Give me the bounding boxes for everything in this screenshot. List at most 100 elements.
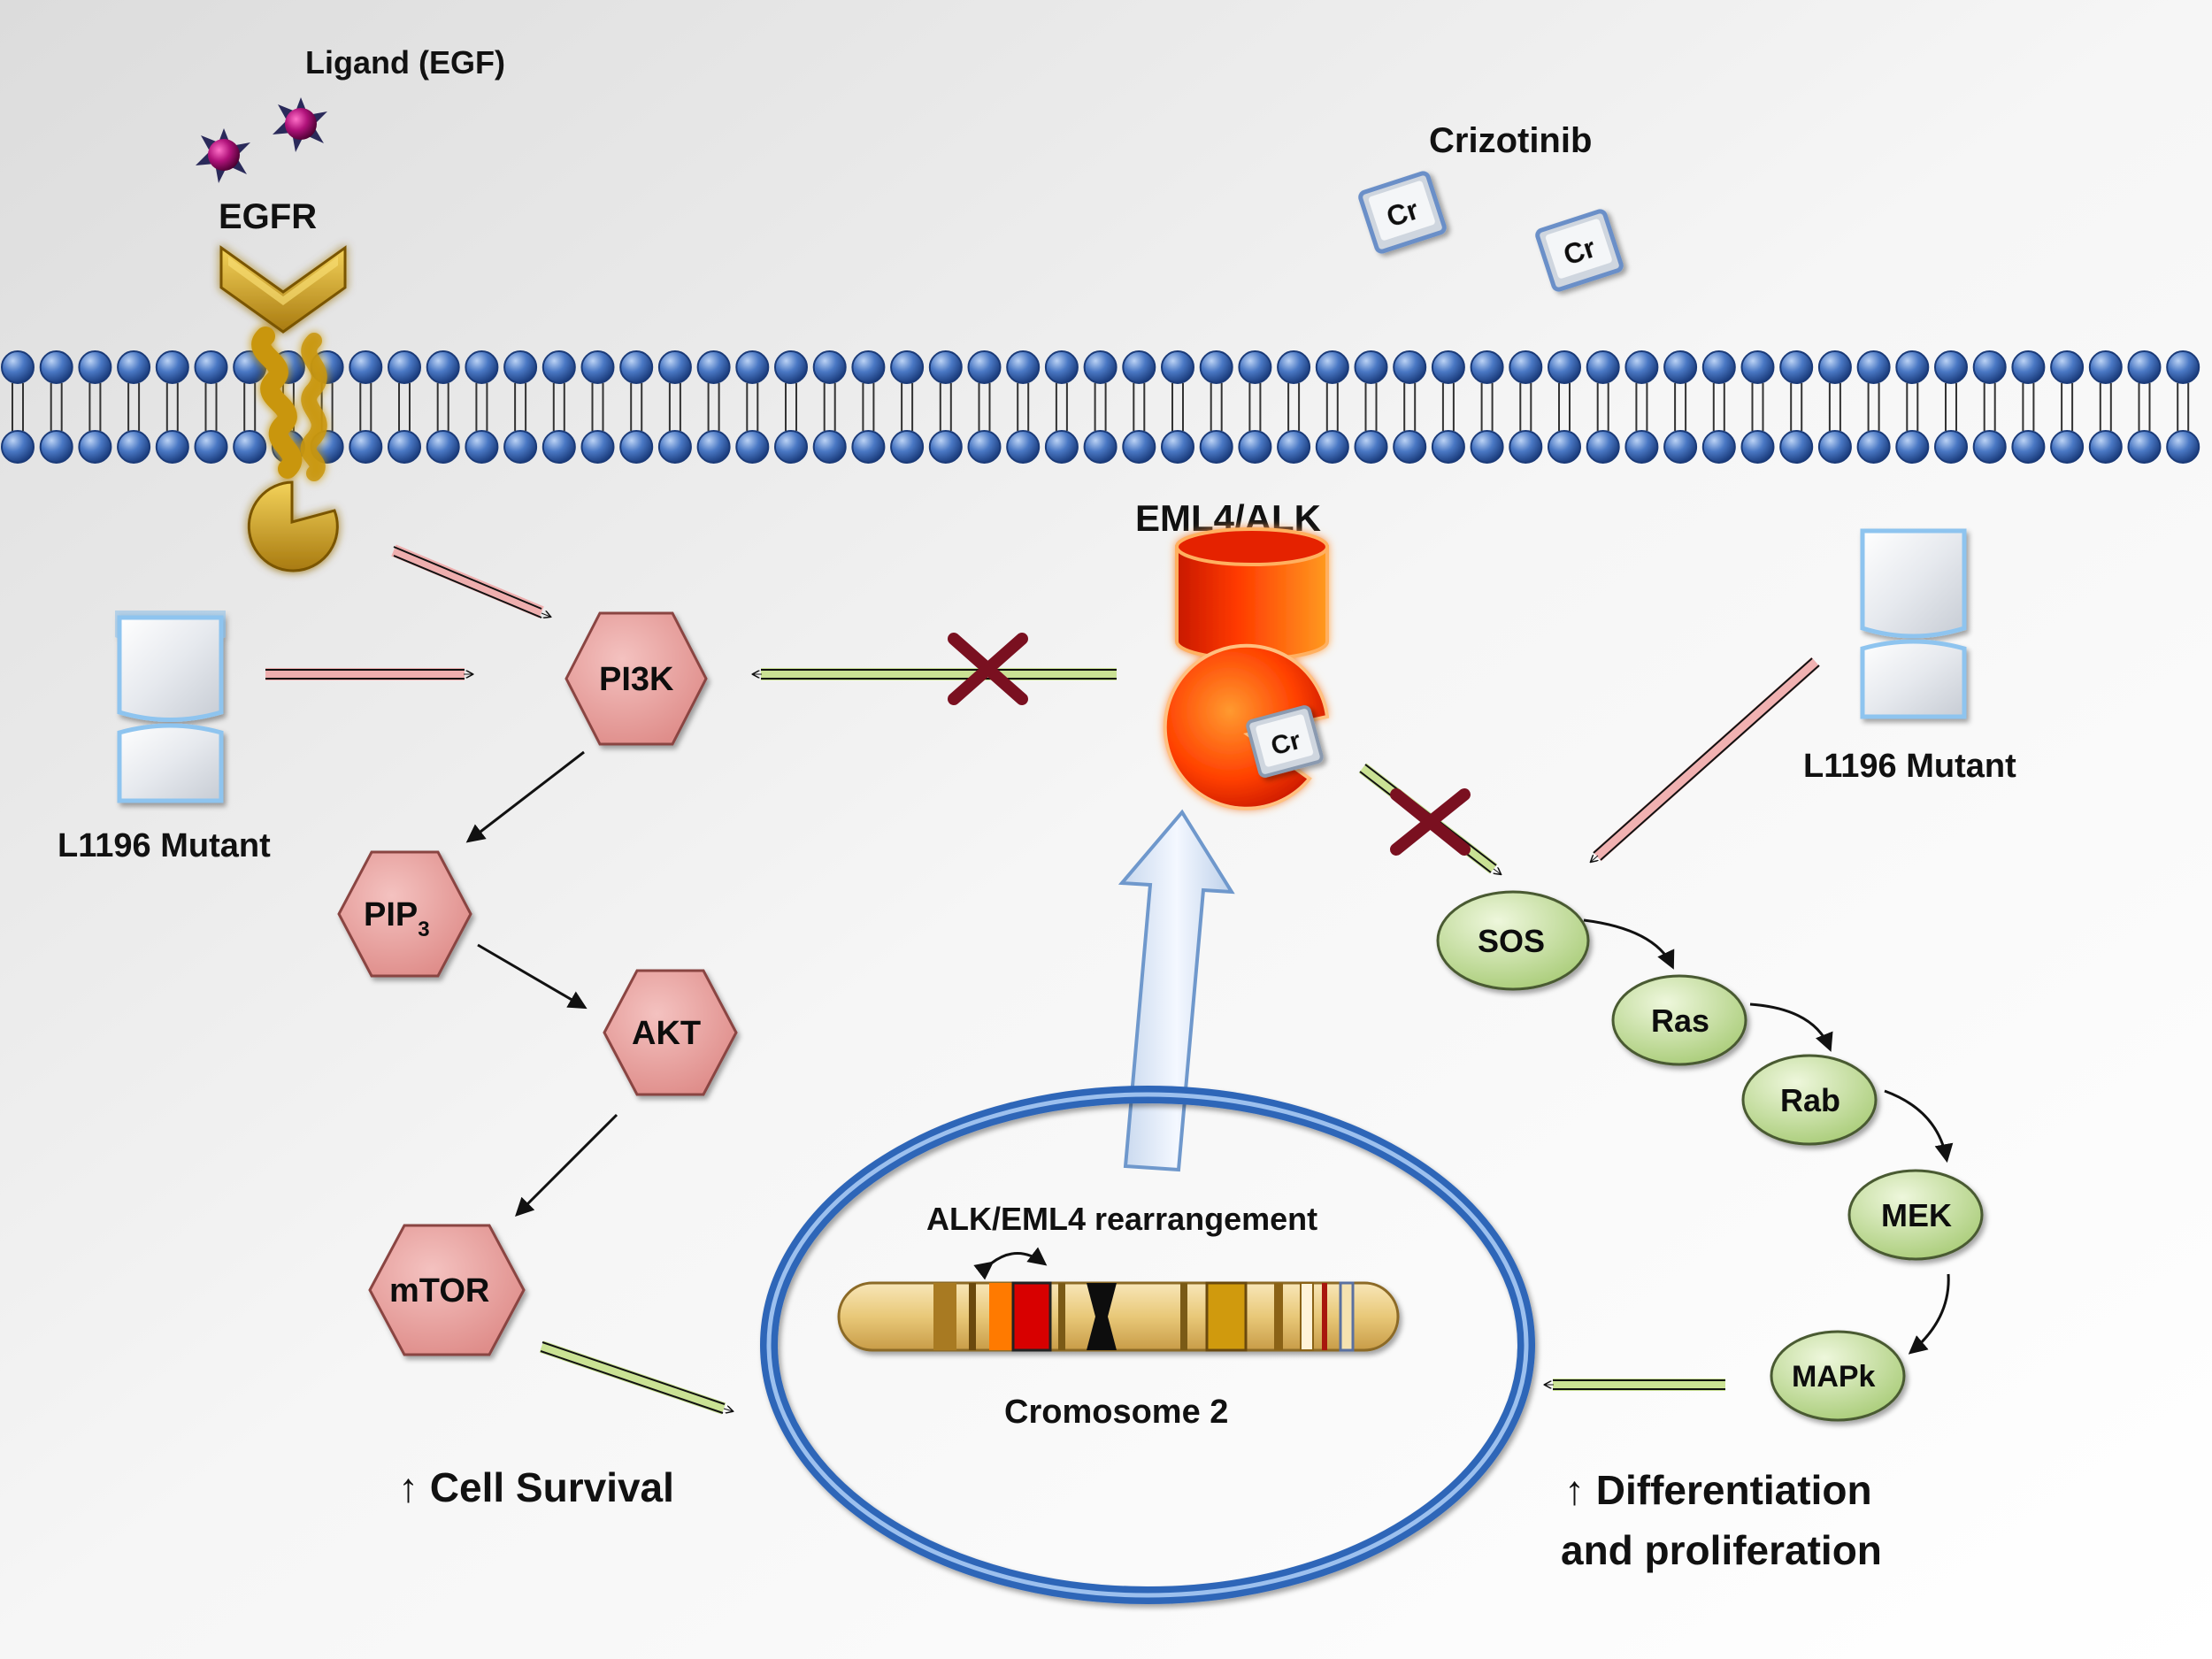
lipid-head	[1083, 350, 1118, 384]
lipid-head	[465, 430, 499, 464]
lipid-head	[2088, 430, 2123, 464]
arrow-mtor-to-nucleus	[539, 1340, 733, 1415]
arrow-pip3-to-akt	[477, 943, 588, 1010]
lipid-head	[1277, 430, 1311, 464]
lipid-head	[1393, 430, 1427, 464]
lipid-head	[2166, 350, 2200, 384]
crizotinib-cube: Cr	[1535, 209, 1624, 292]
rearrangement-label: ALK/EML4 rearrangement	[926, 1201, 1317, 1237]
lipid-head	[1856, 430, 1891, 464]
lipid-head	[1509, 430, 1543, 464]
lipid-head	[1701, 350, 1736, 384]
lipid-head	[2011, 350, 2046, 384]
lipid-head	[1354, 430, 1388, 464]
lipid-head	[2050, 350, 2085, 384]
inhibition-cross-pi3k	[948, 633, 1028, 705]
lipid-head	[928, 350, 963, 384]
svg-text:Ras: Ras	[1651, 1002, 1709, 1039]
lipid-head	[194, 350, 228, 384]
egfr-receptor	[219, 245, 347, 572]
mek-node: MEK	[1847, 1169, 1984, 1261]
chromosome-label: Cromosome 2	[1004, 1394, 1228, 1431]
l1196-mutant-right	[1860, 528, 1967, 719]
lipid-head	[696, 430, 731, 464]
lipid-head	[1354, 350, 1388, 384]
arrow-l1196-left-to-pi3k	[265, 668, 472, 680]
akt-node: AKT	[603, 969, 738, 1096]
pip3-node: PIP3	[337, 850, 472, 978]
arrow-mapk-to-nucleus	[1545, 1379, 1725, 1391]
l1196-mutant-left-label: L1196 Mutant	[58, 827, 271, 864]
lipid-head	[1624, 350, 1659, 384]
lipid-head	[426, 350, 460, 384]
mtor-node: mTOR	[368, 1224, 526, 1356]
lipid-head	[2127, 430, 2162, 464]
lipid-head	[155, 350, 189, 384]
lipid-head	[39, 350, 73, 384]
lipid-head	[1315, 430, 1349, 464]
lipid-head	[1161, 430, 1194, 464]
mapk-node: MAPk	[1770, 1330, 1906, 1422]
arrow-ras-to-rab	[1749, 1002, 1833, 1052]
inhibition-cross-sos	[1390, 788, 1471, 856]
lipid-head	[2166, 430, 2200, 464]
lipid-head	[1, 350, 35, 384]
lipid-head	[1277, 350, 1311, 384]
lipid-head	[426, 430, 460, 464]
lipid-head	[1548, 430, 1581, 464]
lipid-head	[1663, 350, 1698, 384]
lipid-head	[465, 350, 499, 384]
crizotinib-bound-cube: Cr	[1246, 705, 1324, 778]
differentiation-label: ↑ Differentiation	[1564, 1467, 1872, 1513]
lipid-head	[388, 350, 421, 384]
lipid-head	[1315, 350, 1349, 384]
lipid-head	[2011, 430, 2046, 464]
lipid-head	[1161, 350, 1194, 384]
lipid-head	[117, 350, 151, 384]
lipid-head	[851, 350, 886, 384]
lipid-head	[890, 350, 925, 384]
lipid-head	[349, 430, 383, 464]
upward-signal-arrow	[1118, 809, 1235, 1172]
lipid-head	[657, 350, 692, 384]
lipid-head	[39, 430, 73, 464]
lipid-head	[78, 430, 112, 464]
arrow-rab-to-mek	[1884, 1089, 1954, 1164]
lipid-head	[155, 430, 189, 464]
lipid-head	[1779, 430, 1814, 464]
crizotinib-label: Crizotinib	[1429, 121, 1592, 160]
lipid-head	[2127, 350, 2162, 384]
lipid-head	[1122, 430, 1156, 464]
lipid-head	[774, 430, 808, 464]
svg-text:PI3K: PI3K	[599, 661, 674, 698]
lipid-head	[1624, 430, 1659, 464]
lipid-head	[1701, 430, 1736, 464]
lipid-head	[1548, 350, 1581, 384]
lipid-head	[1740, 430, 1775, 464]
lipid-head	[696, 350, 731, 384]
chromosome-2	[837, 1281, 1400, 1352]
arrow-l1196-right-to-sos	[1591, 657, 1820, 862]
lipid-head	[1199, 350, 1233, 384]
lipid-head	[541, 430, 576, 464]
lipid-head	[2088, 350, 2123, 384]
lipid-head	[1044, 350, 1079, 384]
pi3k-node: PI3K	[565, 611, 708, 746]
lipid-head	[1895, 430, 1930, 464]
lipid-head	[1122, 350, 1156, 384]
svg-text:mTOR: mTOR	[389, 1272, 489, 1310]
lipid-head	[1199, 430, 1233, 464]
lipid-head	[812, 350, 847, 384]
svg-text:MEK: MEK	[1881, 1197, 1952, 1233]
lipid-head	[1, 430, 35, 464]
lipid-head	[388, 430, 421, 464]
lipid-head	[503, 350, 538, 384]
lipid-head	[117, 430, 151, 464]
lipid-head	[1431, 350, 1465, 384]
svg-text:Rab: Rab	[1780, 1082, 1840, 1118]
lipid-head	[1817, 350, 1852, 384]
rearrangement-swap-arrow	[973, 1247, 1048, 1280]
lipid-head	[1895, 350, 1930, 384]
lipid-head	[812, 430, 847, 464]
